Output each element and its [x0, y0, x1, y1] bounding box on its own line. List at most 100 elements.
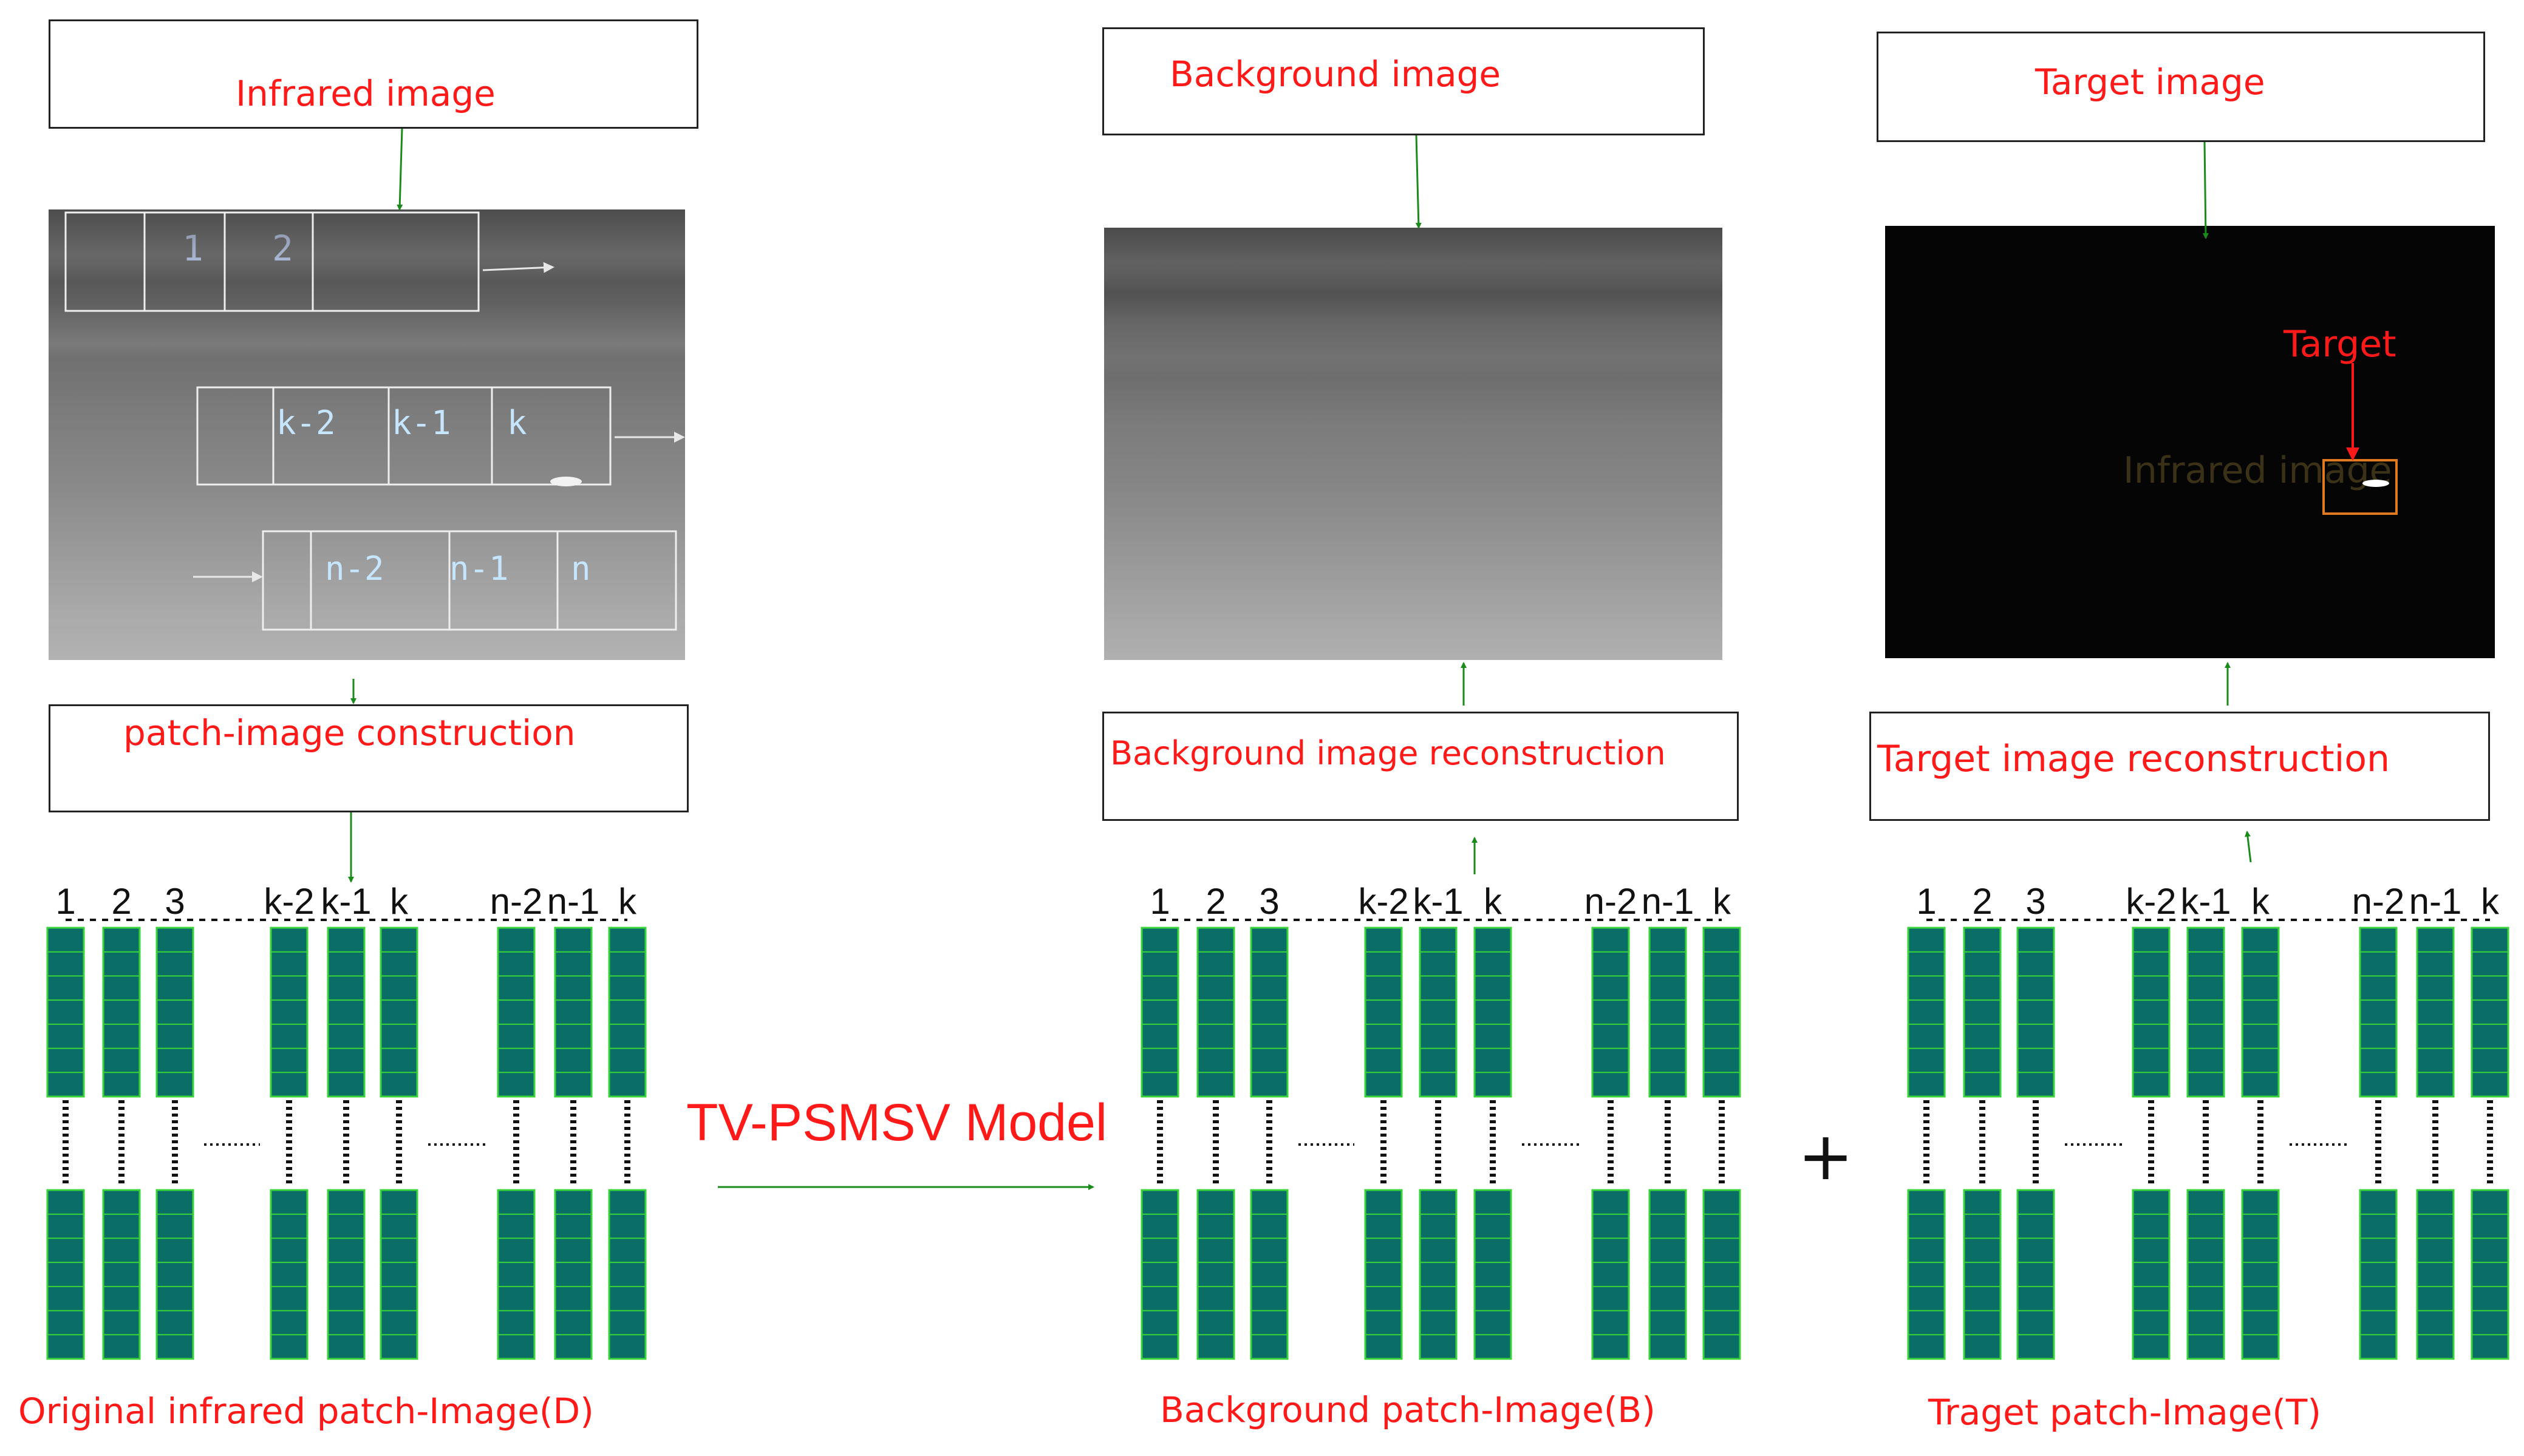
column-label: k-1 [2180, 881, 2231, 922]
patch-label-k-1: k-1 [392, 404, 451, 442]
patch-column-bottom [608, 1189, 647, 1360]
patch-column-bottom [46, 1189, 85, 1360]
patch-column-top [380, 927, 418, 1098]
patch-column-bottom [2359, 1189, 2398, 1360]
infrared-image-label: Infrared image [236, 73, 496, 114]
patch-column-top [1591, 927, 1630, 1098]
target-image [1885, 226, 2495, 658]
arrow-target-box-to-image [2202, 141, 2209, 239]
column-label: 3 [2025, 881, 2045, 922]
target-highlight-box [2322, 459, 2398, 515]
background-recon-box: Background image reconstruction [1102, 712, 1739, 821]
column-label: 1 [55, 881, 75, 922]
patch-column-bottom [1473, 1189, 1512, 1360]
column-label: 1 [1150, 881, 1170, 922]
column-label: k-2 [2126, 881, 2176, 922]
arrow-infrared-box-to-image [397, 128, 403, 211]
column-label: k [2251, 881, 2270, 922]
background-recon-label: Background image reconstruction [1110, 734, 1666, 772]
column-label: k-2 [264, 881, 314, 922]
infrared-image-box: Infrared image [49, 19, 698, 129]
column-label: n-2 [490, 881, 543, 922]
column-label: n-1 [1642, 881, 1694, 922]
infrared-patch-grid-2 [196, 386, 612, 486]
patch-column-top [497, 927, 536, 1098]
column-label: k [1484, 881, 1502, 922]
column-label: 2 [111, 881, 131, 922]
column-label: n-2 [1584, 881, 1637, 922]
model-label: TV-PSMSV Model [686, 1094, 1107, 1152]
patch-column-bottom [270, 1189, 309, 1360]
column-label: k [1713, 881, 1731, 922]
column-label: 3 [1259, 881, 1279, 922]
caption-target: Traget patch-Image(T) [1928, 1392, 2321, 1433]
patch-column-top [1907, 927, 1946, 1098]
patch-column-top [2359, 927, 2398, 1098]
patch-column-top [608, 927, 647, 1098]
patch-column-bottom [1702, 1189, 1741, 1360]
patch-column-bottom [1196, 1189, 1235, 1360]
plus-sign: + [1798, 1117, 1854, 1195]
patch-column-bottom [1963, 1189, 2002, 1360]
flow-arrows [348, 128, 2252, 1190]
patch-column-bottom [1648, 1189, 1687, 1360]
patch-column-bottom [1364, 1189, 1403, 1360]
patch-column-bottom [155, 1189, 194, 1360]
patch-column-bottom [380, 1189, 418, 1360]
column-label: k-2 [1358, 881, 1408, 922]
patch-column-bottom [554, 1189, 593, 1360]
patch-column-top [1419, 927, 1458, 1098]
target-image-label: Target image [2035, 61, 2265, 103]
patch-column-top [2471, 927, 2509, 1098]
patch-construction-box: patch-image construction [49, 704, 689, 812]
background-image-box: Background image [1102, 27, 1705, 135]
background-image-label: Background image [1170, 53, 1501, 95]
column-label: 3 [165, 881, 185, 922]
patch-column-bottom [2132, 1189, 2171, 1360]
column-label: k-1 [1413, 881, 1463, 922]
patch-column-top [1364, 927, 1403, 1098]
column-label: n-1 [2409, 881, 2462, 922]
patch-column-bottom [1907, 1189, 1946, 1360]
patch-column-top [2186, 927, 2225, 1098]
patch-column-top [1250, 927, 1289, 1098]
patch-column-top [1473, 927, 1512, 1098]
patch-column-top [102, 927, 141, 1098]
infrared-target-blob [550, 477, 582, 486]
patch-column-top [2416, 927, 2455, 1098]
patch-column-top [270, 927, 309, 1098]
target-annotation: Target [2284, 323, 2396, 366]
column-label: k-1 [321, 881, 371, 922]
infrared-cloud-band [49, 209, 685, 301]
caption-original: Original infrared patch-Image(D) [18, 1390, 594, 1432]
column-label: 2 [1206, 881, 1226, 922]
patch-column-bottom [2186, 1189, 2225, 1360]
caption-background: Background patch-Image(B) [1160, 1389, 1656, 1430]
infrared-patch-grid-3 [262, 530, 677, 631]
column-label: 2 [1972, 881, 1992, 922]
patch-column-top [1196, 927, 1235, 1098]
patch-column-bottom [102, 1189, 141, 1360]
column-label: k [2481, 881, 2500, 922]
column-label: k [390, 881, 409, 922]
column-label: k [618, 881, 637, 922]
target-image-box: Target image [1877, 32, 2485, 142]
patch-label-n-2: n-2 [325, 549, 384, 588]
patch-label-n-1: n-1 [449, 549, 509, 588]
patch-column-bottom [1141, 1189, 1179, 1360]
patch-column-top [1141, 927, 1179, 1098]
background-cloud-band [1104, 228, 1722, 319]
patch-column-bottom [2241, 1189, 2280, 1360]
patch-column-top [155, 927, 194, 1098]
column-label: n-2 [2352, 881, 2405, 922]
patch-column-bottom [497, 1189, 536, 1360]
patch-column-top [1702, 927, 1741, 1098]
patch-column-top [2241, 927, 2280, 1098]
patch-column-top [2016, 927, 2055, 1098]
patch-label-n: n [571, 549, 591, 588]
infrared-scan-arrow-1 [482, 262, 554, 273]
